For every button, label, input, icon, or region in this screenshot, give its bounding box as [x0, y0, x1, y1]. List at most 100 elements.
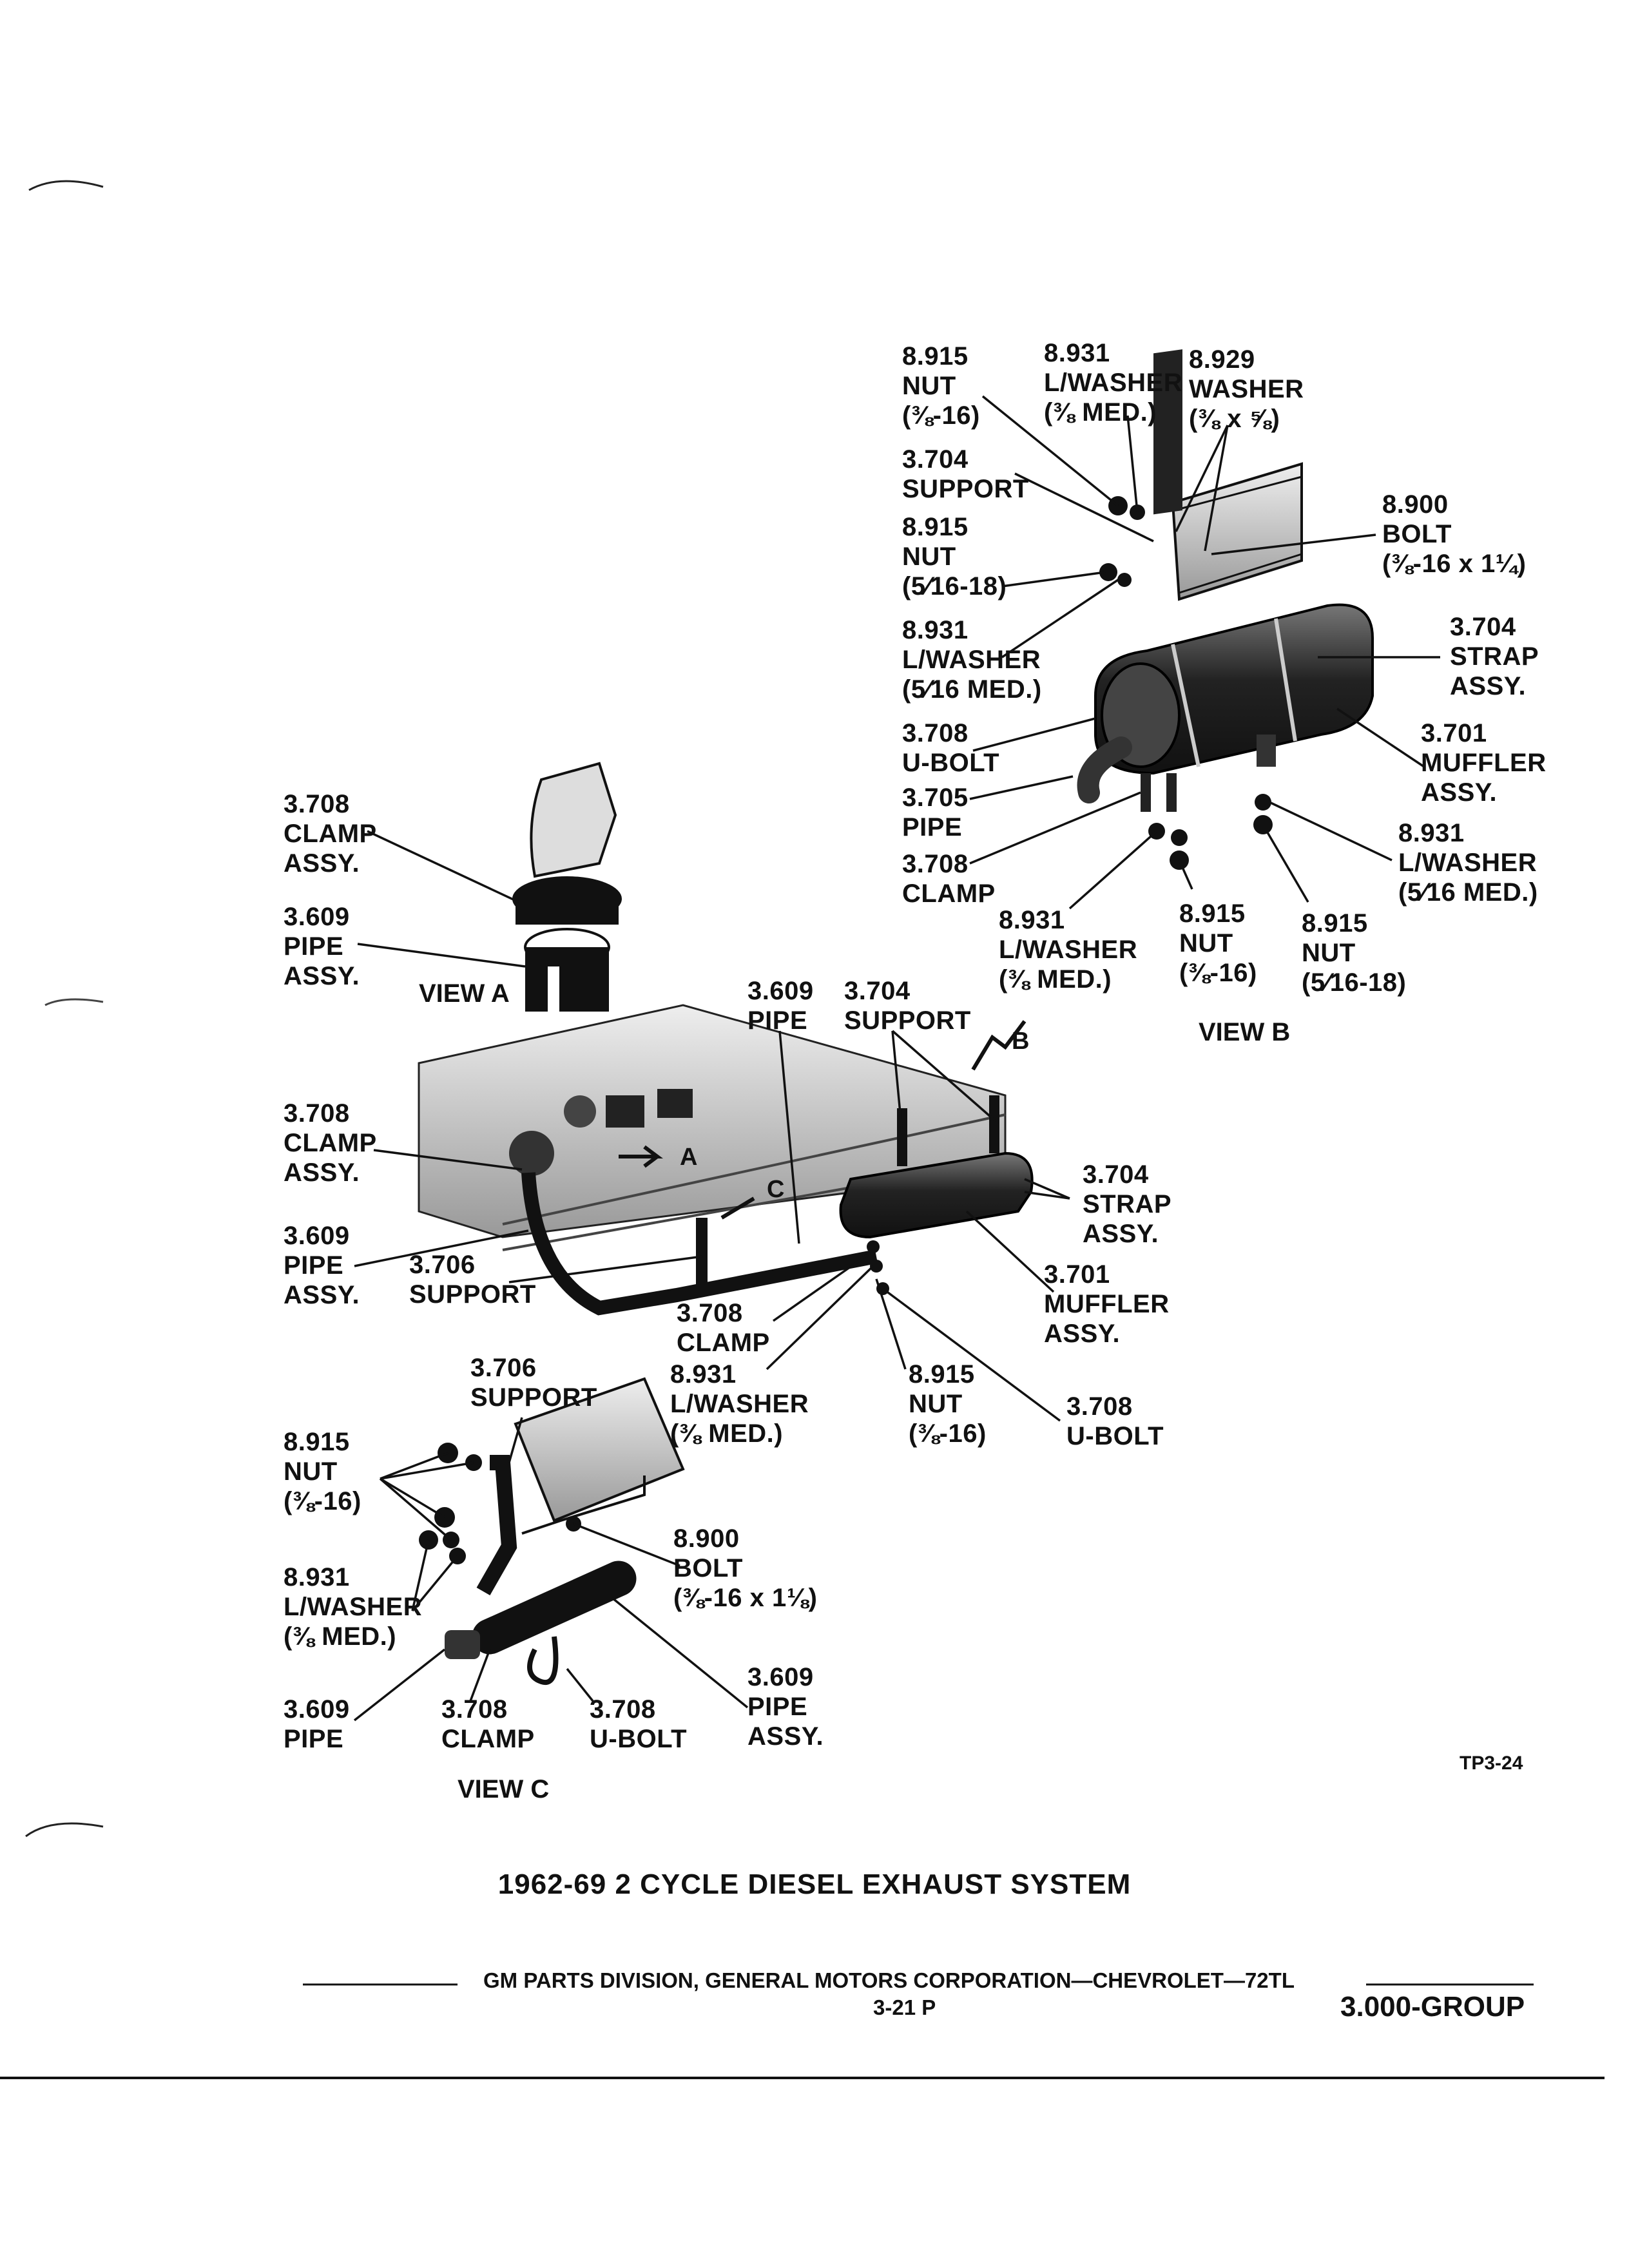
- label-line: (5⁄16-18): [1302, 968, 1407, 997]
- label-line: PIPE: [902, 813, 963, 841]
- view-a-caption: VIEW A: [419, 979, 510, 1008]
- view-b-illustration: [971, 349, 1374, 1071]
- view-a-illustration: [512, 762, 622, 1012]
- arrow-a-letter: A: [680, 1144, 698, 1171]
- label-line: 3.708: [284, 1099, 350, 1128]
- label-line: (5⁄16-18): [902, 572, 1007, 601]
- label-line: L/WASHER: [1044, 369, 1183, 397]
- label-line: STRAP: [1083, 1190, 1172, 1218]
- label-line: 3.706: [409, 1251, 476, 1279]
- label-line: 8.915: [902, 342, 969, 370]
- label-line: 8.931: [999, 906, 1065, 934]
- label-line: ASSY.: [284, 849, 360, 878]
- label-line: 3.706: [470, 1354, 537, 1382]
- label-line: CLAMP: [677, 1329, 770, 1357]
- footer-publisher: GM PARTS DIVISION, GENERAL MOTORS CORPOR…: [483, 1968, 1295, 1992]
- view-a-leaders: [357, 830, 526, 968]
- label-line: (5⁄16 MED.): [1398, 878, 1538, 907]
- label-line: 8.931: [1044, 339, 1110, 367]
- label-line: 8.931: [670, 1360, 737, 1389]
- view-c-illustration: [419, 1377, 685, 1686]
- label-line: 8.915: [1302, 909, 1368, 937]
- label-line: 3.609: [284, 1222, 350, 1250]
- label-line: (⅜ MED.): [999, 965, 1112, 994]
- view-b-leaders: [969, 395, 1440, 910]
- label-line: ASSY.: [747, 1722, 824, 1751]
- page-edge-mark: [28, 180, 104, 191]
- label-line: (⅜ x ⅝): [1189, 405, 1280, 433]
- label-line: SUPPORT: [470, 1383, 597, 1412]
- label-line: STRAP: [1450, 642, 1539, 671]
- label-line: 3.704: [902, 445, 969, 474]
- label-line: NUT: [284, 1457, 338, 1486]
- label-line: (⅜-16): [909, 1419, 987, 1448]
- label-line: 8.915: [284, 1428, 350, 1456]
- label-line: L/WASHER: [1398, 849, 1537, 877]
- label-line: L/WASHER: [999, 936, 1138, 964]
- label-line: ASSY.: [1421, 778, 1498, 807]
- arrow-b-letter: B: [1012, 1028, 1030, 1055]
- label-line: 8.915: [1179, 899, 1246, 928]
- label-line: 3.704: [1083, 1160, 1149, 1189]
- label-line: (⅜-16 x 1¼): [1382, 550, 1527, 578]
- label-line: NUT: [909, 1390, 963, 1418]
- label-line: PIPE: [747, 1693, 808, 1721]
- label-line: 3.708: [677, 1299, 743, 1327]
- label-line: (⅜-16 x 1⅛): [673, 1584, 818, 1612]
- label-line: 3.704: [844, 977, 911, 1005]
- label-line: U-BOLT: [902, 749, 1000, 777]
- label-line: SUPPORT: [902, 475, 1029, 503]
- label-line: BOLT: [673, 1554, 743, 1582]
- label-line: NUT: [902, 543, 956, 571]
- label-line: CLAMP: [284, 1129, 377, 1157]
- label-line: 3.708: [441, 1695, 508, 1724]
- label-line: ASSY.: [1044, 1320, 1121, 1348]
- label-line: MUFFLER: [1044, 1290, 1170, 1318]
- label-line: SUPPORT: [409, 1280, 536, 1309]
- label-line: (⅜-16): [284, 1487, 361, 1515]
- label-line: L/WASHER: [902, 646, 1041, 674]
- label-line: (⅜-16): [1179, 959, 1257, 987]
- label-line: 3.609: [284, 903, 350, 931]
- label-line: ASSY.: [1083, 1220, 1159, 1248]
- view-b-caption: VIEW B: [1199, 1018, 1291, 1046]
- label-line: PIPE: [284, 1725, 344, 1753]
- label-line: 3.704: [1450, 613, 1516, 641]
- label-line: CLAMP: [441, 1725, 535, 1753]
- label-line: 3.701: [1044, 1260, 1110, 1289]
- label-line: 3.609: [284, 1695, 350, 1724]
- label-line: L/WASHER: [284, 1593, 423, 1621]
- label-line: 3.701: [1421, 719, 1487, 747]
- label-line: 8.931: [1398, 819, 1465, 847]
- label-line: ASSY.: [284, 1158, 360, 1187]
- label-line: PIPE: [284, 932, 344, 961]
- label-line: 3.708: [1066, 1392, 1133, 1421]
- label-line: 3.609: [747, 1663, 814, 1691]
- label-line: BOLT: [1382, 520, 1452, 548]
- page-edge-mark: [25, 1822, 104, 1838]
- label-line: L/WASHER: [670, 1390, 809, 1418]
- label-line: (⅜ MED.): [284, 1622, 397, 1651]
- label-line: 3.609: [747, 977, 814, 1005]
- label-line: NUT: [902, 372, 956, 400]
